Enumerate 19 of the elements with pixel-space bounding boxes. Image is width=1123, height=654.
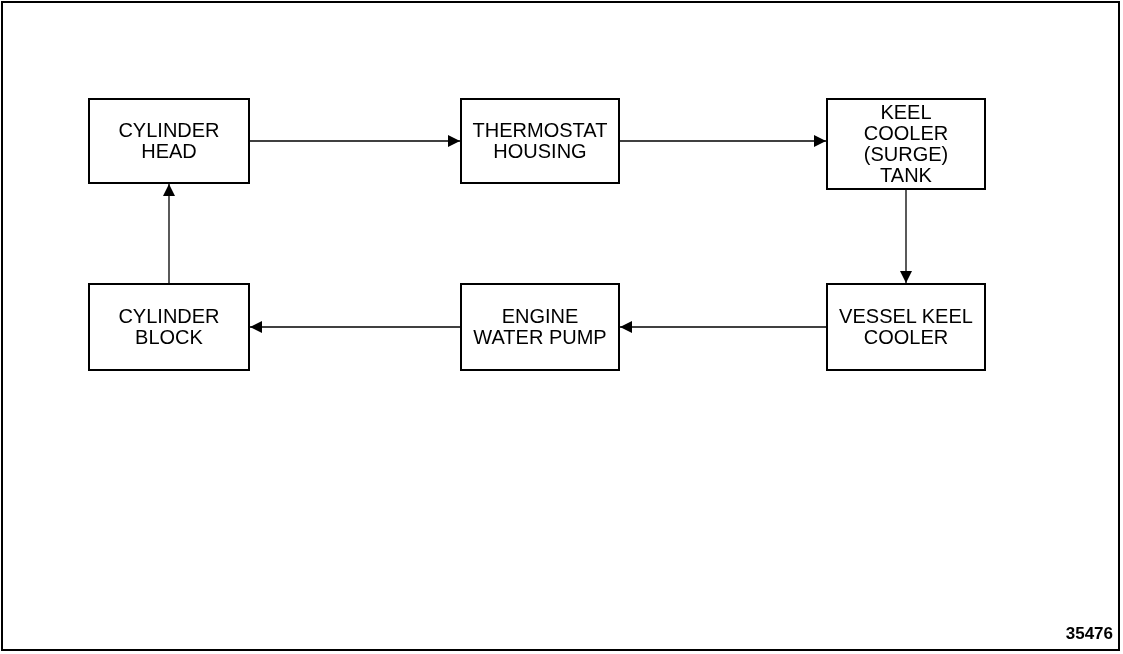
arrow — [249, 321, 461, 333]
process-box — [826, 98, 986, 190]
box-label: ENGINE WATER PUMP — [472, 306, 608, 348]
arrow — [619, 135, 827, 147]
box-label: VESSEL KEEL COOLER — [838, 306, 974, 348]
arrow — [249, 135, 461, 147]
arrow — [619, 321, 827, 333]
arrow — [163, 183, 175, 284]
arrow — [900, 189, 912, 284]
box-label: CYLINDER HEAD — [117, 120, 221, 162]
process-box — [460, 98, 620, 184]
process-box — [460, 283, 620, 371]
process-box — [88, 98, 250, 184]
box-label: THERMOSTAT HOUSING — [471, 120, 609, 162]
figure-number: 35476 — [1065, 623, 1113, 645]
box-label: KEEL COOLER (SURGE) TANK — [862, 102, 950, 186]
process-box — [88, 283, 250, 371]
process-box — [826, 283, 986, 371]
box-label: CYLINDER BLOCK — [117, 306, 221, 348]
